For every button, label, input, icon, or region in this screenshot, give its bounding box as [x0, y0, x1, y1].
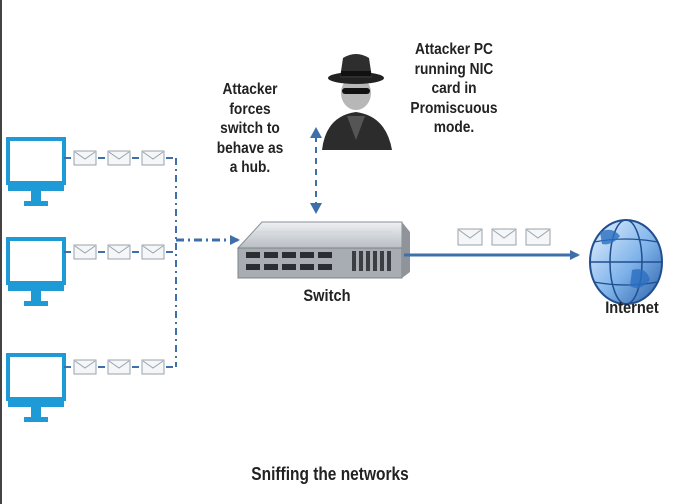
envelope-icon	[107, 359, 131, 375]
internet-label: Internet	[605, 298, 659, 317]
envelope-icon	[141, 244, 165, 260]
envelope-icon	[141, 359, 165, 375]
attacker-forces-label: Attacker forces switch to behave as a hu…	[216, 81, 284, 177]
packet-group-row2	[73, 244, 165, 260]
diagram-caption: Sniffing the networks	[251, 464, 409, 484]
attacker-pc-label: Attacker PC running NIC card in Promiscu…	[410, 41, 498, 137]
envelope-icon	[107, 150, 131, 166]
envelope-icon	[73, 244, 97, 260]
envelope-icon	[107, 244, 131, 260]
packet-group-row1	[73, 150, 165, 166]
monitor-icon	[6, 353, 66, 422]
packet-group-internet	[457, 228, 551, 246]
envelope-icon	[141, 150, 165, 166]
computer-1	[6, 137, 66, 206]
packet-group-row3	[73, 359, 165, 375]
monitor-icon	[6, 137, 66, 206]
monitor-icon	[6, 237, 66, 306]
computer-3	[6, 353, 66, 422]
envelope-icon	[491, 228, 517, 246]
hacker-icon	[322, 54, 392, 150]
globe-icon	[589, 219, 663, 305]
envelope-icon	[73, 359, 97, 375]
computer-2	[6, 237, 66, 306]
computer-links	[64, 157, 177, 368]
network-switch-icon	[236, 221, 410, 279]
envelope-icon	[457, 228, 483, 246]
attacker-switch-arrow	[310, 127, 322, 214]
switch-label: Switch	[303, 286, 351, 305]
envelope-icon	[525, 228, 551, 246]
envelope-icon	[73, 150, 97, 166]
